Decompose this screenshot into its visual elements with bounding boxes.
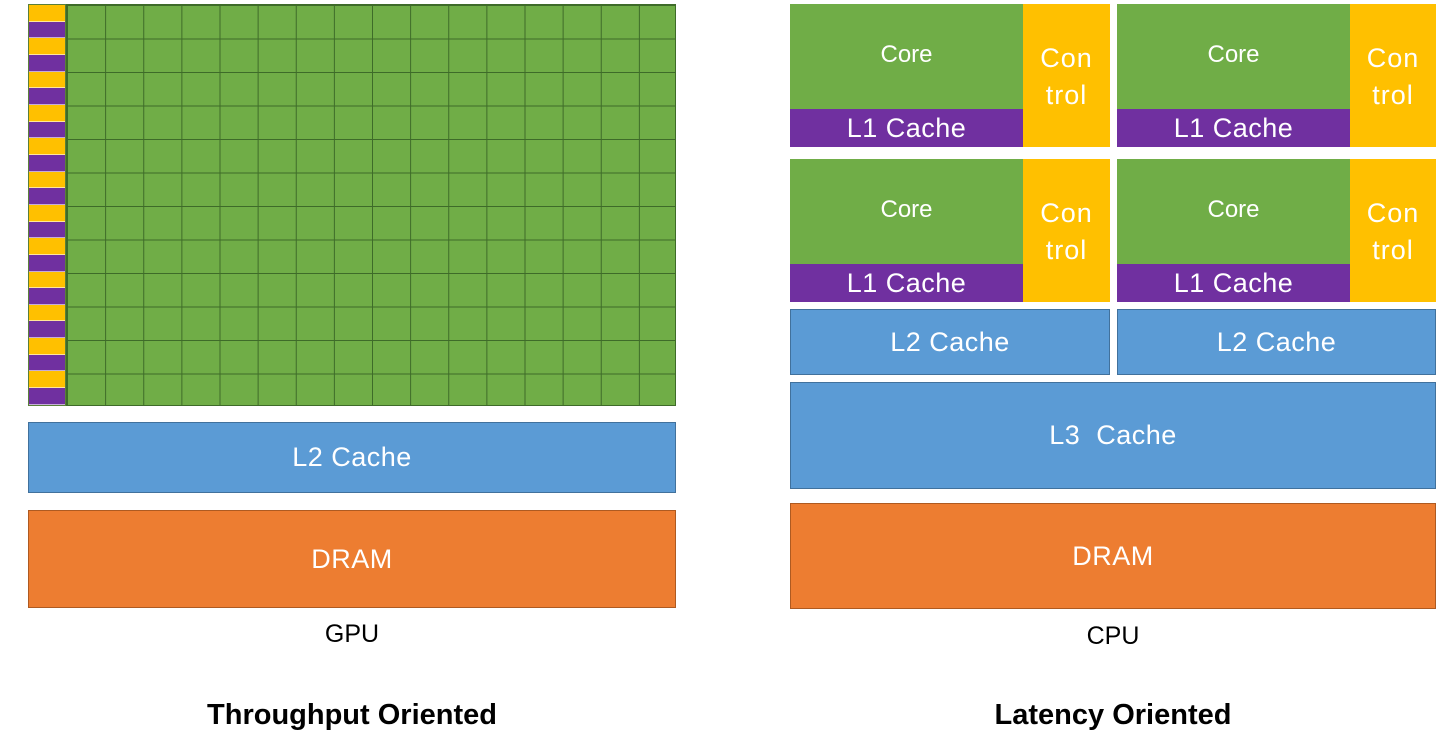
cpu-control-0: Con trol xyxy=(1023,4,1110,147)
cpu-core-3: Core xyxy=(1117,159,1350,264)
gpu-control-cache-strip xyxy=(28,4,66,406)
cpu-title: Latency Oriented xyxy=(994,699,1232,731)
cpu-control-3-line2: trol xyxy=(1372,235,1414,265)
control-segment xyxy=(29,171,65,189)
cpu-control-3-line1: Con xyxy=(1366,198,1420,228)
cache-segment xyxy=(29,221,65,239)
cpu-l1-cache-0: L1 Cache xyxy=(790,109,1023,147)
cache-segment xyxy=(29,188,65,205)
cpu-core-0-label: Core xyxy=(880,40,933,68)
cache-segment xyxy=(29,54,65,72)
cpu-l2-cache-right-label: L2 Cache xyxy=(1216,326,1337,357)
cpu-core-0: Core xyxy=(790,4,1023,109)
cpu-control-0-line1: Con xyxy=(1040,43,1093,73)
cpu-dram-label: DRAM xyxy=(1072,540,1154,571)
cache-segment xyxy=(29,88,65,105)
control-segment xyxy=(29,271,65,289)
cpu-core-2: Core xyxy=(790,159,1023,264)
cache-segment xyxy=(29,21,65,39)
cpu-control-2-line2: trol xyxy=(1045,235,1088,265)
control-segment xyxy=(29,5,65,22)
cpu-control-1: Con trol xyxy=(1350,4,1436,147)
cache-segment xyxy=(29,388,65,405)
cpu-core-1: Core xyxy=(1117,4,1350,109)
cpu-l1-cache-0-label: L1 Cache xyxy=(846,112,967,143)
cpu-dram: DRAM xyxy=(790,503,1436,609)
cpu-l3-cache-label: L3 Cache xyxy=(1049,420,1177,450)
cpu-l2-cache-left: L2 Cache xyxy=(790,309,1110,375)
cpu-control-2: Con trol xyxy=(1023,159,1110,302)
gpu-core-grid xyxy=(66,4,676,406)
cpu-l2-cache-right: L2 Cache xyxy=(1117,309,1436,375)
gpu-l2-cache-label: L2 Cache xyxy=(292,442,412,472)
gpu-dram-label: DRAM xyxy=(311,543,393,574)
control-segment xyxy=(29,371,65,389)
cache-segment xyxy=(29,288,65,305)
control-segment xyxy=(29,238,65,255)
cpu-control-3: Con trol xyxy=(1350,159,1436,302)
cpu-control-2-line1: Con xyxy=(1040,198,1093,228)
cpu-caption: CPU xyxy=(1086,622,1140,650)
cpu-core-1-label: Core xyxy=(1207,40,1260,68)
cpu-l1-cache-1-label: L1 Cache xyxy=(1173,112,1294,143)
cache-segment xyxy=(29,321,65,339)
cache-segment xyxy=(29,154,65,172)
cpu-l3-cache: L3 Cache xyxy=(790,382,1436,489)
control-segment xyxy=(29,38,65,55)
cpu-control-0-line2: trol xyxy=(1045,80,1088,110)
gpu-l2-cache: L2 Cache xyxy=(28,422,676,493)
cpu-l1-cache-2: L1 Cache xyxy=(790,264,1023,302)
gpu-dram: DRAM xyxy=(28,510,676,608)
cpu-core-2-label: Core xyxy=(880,195,933,223)
cpu-l1-cache-2-label: L1 Cache xyxy=(846,267,967,298)
control-segment xyxy=(29,71,65,89)
control-segment xyxy=(29,104,65,122)
cpu-l1-cache-3: L1 Cache xyxy=(1117,264,1350,302)
cpu-l1-cache-1: L1 Cache xyxy=(1117,109,1350,147)
control-segment xyxy=(29,338,65,355)
cache-segment xyxy=(29,354,65,372)
gpu-title: Throughput Oriented xyxy=(207,699,497,731)
control-segment xyxy=(29,138,65,155)
cache-segment xyxy=(29,121,65,139)
cpu-control-1-line2: trol xyxy=(1372,80,1414,110)
cache-segment xyxy=(29,254,65,272)
control-segment xyxy=(29,304,65,322)
cpu-l1-cache-3-label: L1 Cache xyxy=(1173,267,1294,298)
control-segment xyxy=(29,204,65,222)
cpu-core-3-label: Core xyxy=(1207,195,1260,223)
cpu-control-1-line1: Con xyxy=(1366,43,1420,73)
cpu-l2-cache-left-label: L2 Cache xyxy=(890,326,1010,357)
gpu-caption: GPU xyxy=(324,620,380,648)
